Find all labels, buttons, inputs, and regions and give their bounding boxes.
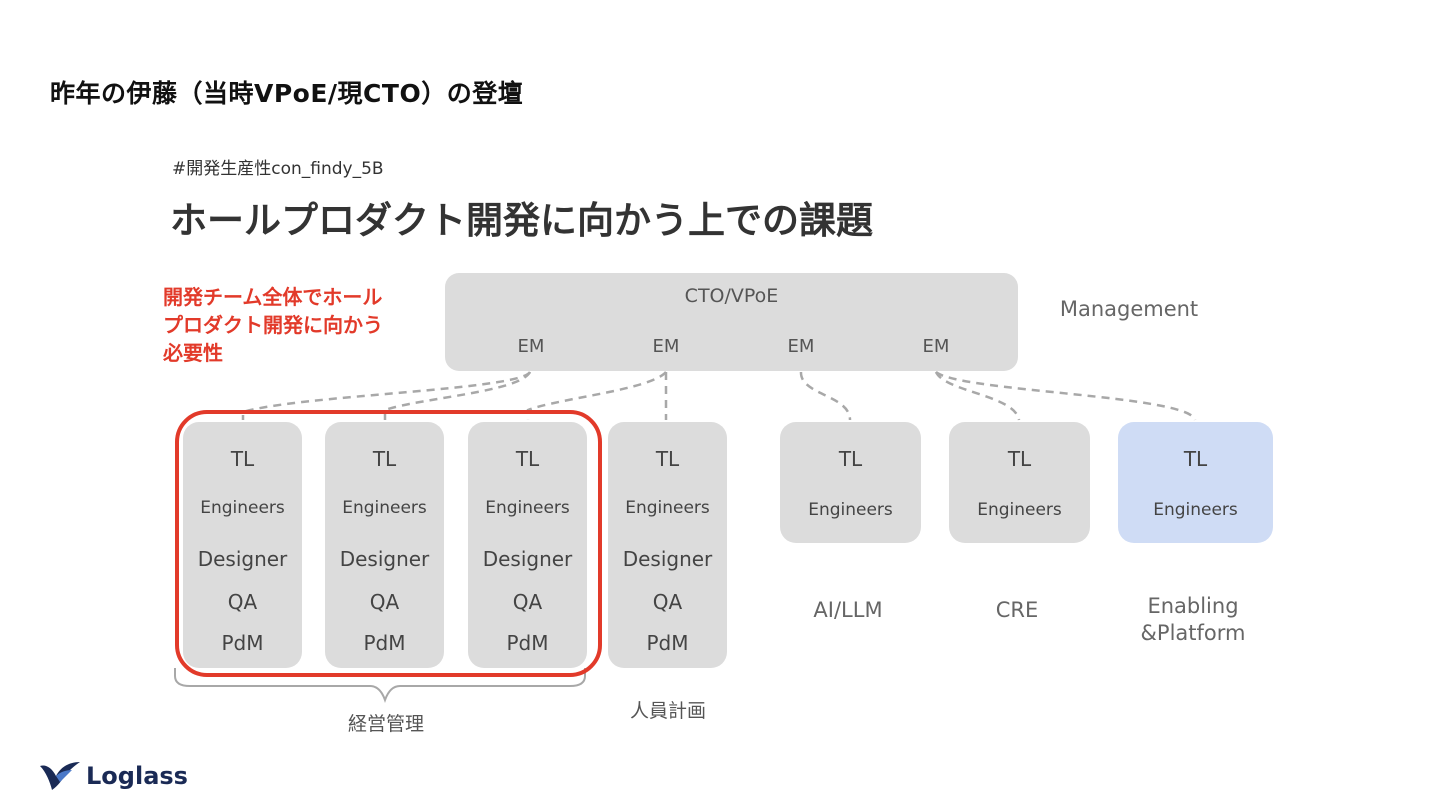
role-designer: Designer [197, 547, 288, 571]
role-engineers: Engineers [342, 498, 427, 518]
role-pdm: PdM [221, 631, 264, 655]
connector-em2-team3 [526, 371, 667, 420]
role-qa: QA [512, 590, 543, 614]
group-label-staffing: 人員計画 [629, 700, 707, 722]
management-label: Management [1059, 297, 1199, 321]
team-box: TL Engineers Designer QA PdM [183, 422, 302, 668]
callout-line: プロダクト開発に向かう [163, 313, 383, 337]
connector-em3-ai [799, 371, 852, 421]
role-engineers: Engineers [808, 500, 893, 520]
connector-em1-team1 [241, 371, 532, 420]
role-tl: TL [230, 447, 255, 471]
callout-text: 開発チーム全体でホール プロダクト開発に向かう 必要性 [163, 283, 383, 367]
role-tl: TL [515, 447, 540, 471]
connector-em4-enabling [935, 370, 1197, 421]
connector-em1-team2 [383, 371, 532, 420]
role-engineers: Engineers [485, 498, 570, 518]
role-tl: TL [372, 447, 397, 471]
bird-icon [40, 762, 80, 790]
team-label-enabling: Enabling &Platform [1141, 593, 1246, 647]
team-label-cre: CRE [995, 598, 1039, 622]
role-tl: TL [1007, 447, 1032, 471]
callout-line: 開発チーム全体でホール [163, 285, 383, 309]
loglass-logo: Loglass [38, 758, 188, 794]
role-tl: TL [1183, 447, 1208, 471]
group-label-management: 経営管理 [347, 713, 425, 735]
role-engineers: Engineers [200, 498, 285, 518]
em-label: EM [652, 336, 680, 357]
cto-vpoe-label: CTO/VPoE [684, 285, 779, 307]
slide-title: 昨年の伊藤（当時VPoE/現CTO）の登壇 [50, 79, 524, 108]
em-label: EM [922, 336, 950, 357]
role-tl: TL [838, 447, 863, 471]
connector-em4-cre [934, 371, 1021, 421]
role-pdm: PdM [646, 631, 689, 655]
team-label-line: Enabling [1147, 594, 1239, 618]
role-engineers: Engineers [977, 500, 1062, 520]
role-tl: TL [655, 447, 680, 471]
em-label: EM [787, 336, 815, 357]
role-pdm: PdM [506, 631, 549, 655]
team-box: TL Engineers Designer QA PdM [468, 422, 587, 668]
hashtag: #開発生産性con_findy_5B [172, 159, 384, 179]
role-engineers: Engineers [1153, 500, 1238, 520]
group-bracket [174, 668, 586, 703]
management-box: CTO/VPoE EM EM EM EM [445, 273, 1018, 371]
team-box: TL Engineers Designer QA PdM [608, 422, 727, 668]
team-box: TL Engineers [780, 422, 921, 543]
team-box: TL Engineers [949, 422, 1090, 543]
role-designer: Designer [339, 547, 430, 571]
team-box: TL Engineers Designer QA PdM [325, 422, 444, 668]
role-designer: Designer [622, 547, 713, 571]
role-qa: QA [227, 590, 258, 614]
role-engineers: Engineers [625, 498, 710, 518]
team-label-ai-llm: AI/LLM [813, 598, 883, 622]
em-label: EM [517, 336, 545, 357]
team-label-line: &Platform [1140, 621, 1246, 645]
embedded-heading: ホールプロダクト開発に向かう上での課題 [170, 199, 873, 242]
logo-text: Loglass [86, 762, 188, 790]
highlight-frame [175, 410, 602, 677]
role-qa: QA [652, 590, 683, 614]
role-pdm: PdM [363, 631, 406, 655]
team-box-enabling: TL Engineers [1118, 422, 1273, 543]
role-qa: QA [369, 590, 400, 614]
role-designer: Designer [482, 547, 573, 571]
callout-line: 必要性 [163, 341, 223, 365]
